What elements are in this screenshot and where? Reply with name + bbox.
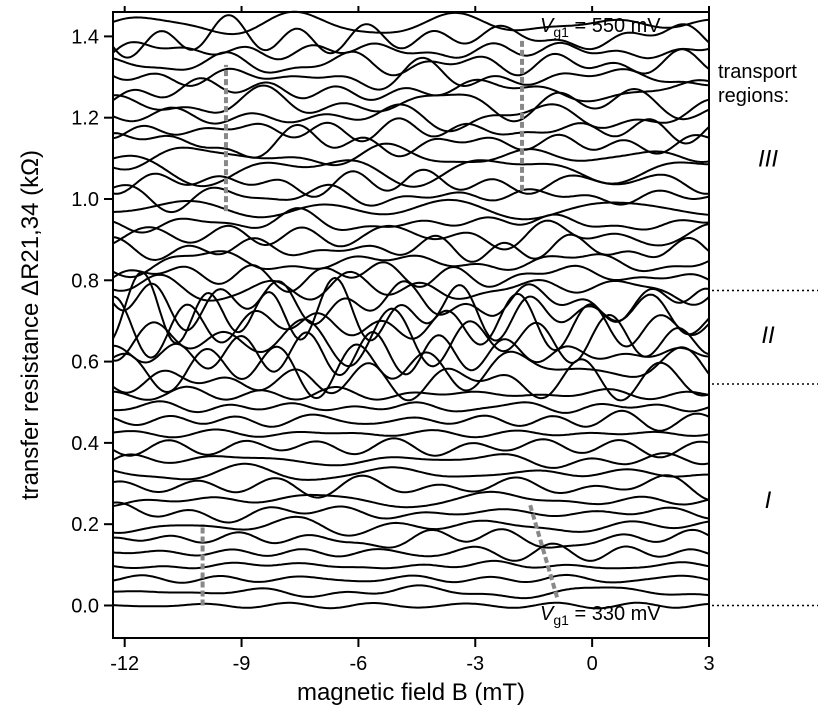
guide-line — [527, 503, 559, 598]
trace-line — [112, 154, 710, 188]
x-tick-label: -3 — [466, 653, 484, 675]
axis-titles: magnetic field B (mT) transfer resistance… — [17, 150, 525, 706]
trace-line — [112, 542, 710, 562]
y-tick-label: 0.2 — [71, 514, 99, 536]
trace-line — [112, 41, 710, 61]
trace-line — [112, 14, 710, 59]
trace-line — [112, 437, 710, 459]
trace-line — [112, 452, 710, 469]
trace-line — [112, 501, 710, 524]
trace-line — [112, 343, 710, 400]
y-tick-label: 0.6 — [71, 352, 99, 374]
regions-heading-line2: regions: — [718, 85, 789, 107]
trace-line — [112, 270, 710, 306]
y-tick-label: 0.4 — [71, 433, 99, 455]
trace-line — [112, 123, 710, 159]
x-tick-label: 0 — [587, 653, 598, 675]
y-tick-label: 0.8 — [71, 270, 99, 292]
y-axis-ticks: 0.0 0.2 0.4 0.6 0.8 1.0 1.2 1.4 — [71, 26, 113, 617]
trace-line — [112, 48, 710, 77]
plot-frame — [112, 11, 710, 639]
trace-line — [112, 330, 710, 377]
trace-line — [112, 183, 710, 214]
trace-line — [112, 10, 710, 36]
y-tick-label: 1.4 — [71, 26, 99, 48]
y-tick-label: 1.0 — [71, 189, 99, 211]
region-label: III — [758, 145, 778, 172]
x-axis-title: magnetic field B (mT) — [297, 679, 525, 706]
region-label: I — [765, 487, 772, 514]
region-label: II — [761, 322, 775, 349]
trace-line — [112, 261, 710, 293]
trace-line — [112, 584, 710, 600]
trace-line — [112, 559, 710, 570]
x-tick-label: 3 — [703, 653, 714, 675]
x-tick-label: -9 — [233, 653, 251, 675]
y-tick-label: 1.2 — [71, 108, 99, 130]
trace-line — [112, 428, 710, 439]
trace-line — [112, 292, 710, 359]
trace-line — [112, 601, 710, 610]
trace-line — [112, 385, 710, 401]
trace-line — [112, 233, 710, 263]
vg-annotation-group: Vg1 = 550 mV Vg1 = 330 mV — [540, 15, 661, 628]
trace-line — [112, 56, 710, 91]
trace-line — [112, 84, 710, 123]
trace-line — [113, 528, 710, 549]
y-tick-label: 0.0 — [71, 595, 99, 617]
trace-line — [112, 409, 710, 432]
trace-line — [112, 573, 710, 584]
x-tick-label: -6 — [350, 653, 368, 675]
trace-line — [112, 219, 710, 251]
trace-line — [112, 98, 710, 133]
trace-line — [112, 358, 710, 402]
vg-top-annotation: Vg1 = 550 mV — [540, 15, 661, 40]
trace-line — [112, 207, 710, 234]
trace-line — [112, 515, 710, 537]
trace-line — [112, 462, 710, 481]
vg-bottom-annotation: Vg1 = 330 mV — [540, 603, 661, 628]
trace-line — [112, 77, 710, 103]
trace-line — [112, 250, 710, 279]
trace-line — [113, 400, 710, 414]
x-tick-label: -12 — [110, 653, 139, 675]
y-axis-title: transfer resistance ΔR21,34 (kΩ) — [17, 150, 44, 500]
trace-line — [112, 307, 710, 368]
trace-line — [112, 474, 710, 501]
guide-line-group — [200, 40, 559, 606]
x-axis-ticks: -12 -9 -6 -3 0 3 — [110, 6, 715, 675]
trace-line — [112, 198, 710, 221]
trace-line — [112, 117, 710, 145]
trace-line — [112, 490, 710, 509]
regions-heading-line1: transport — [718, 61, 797, 83]
trace-group — [112, 10, 710, 610]
